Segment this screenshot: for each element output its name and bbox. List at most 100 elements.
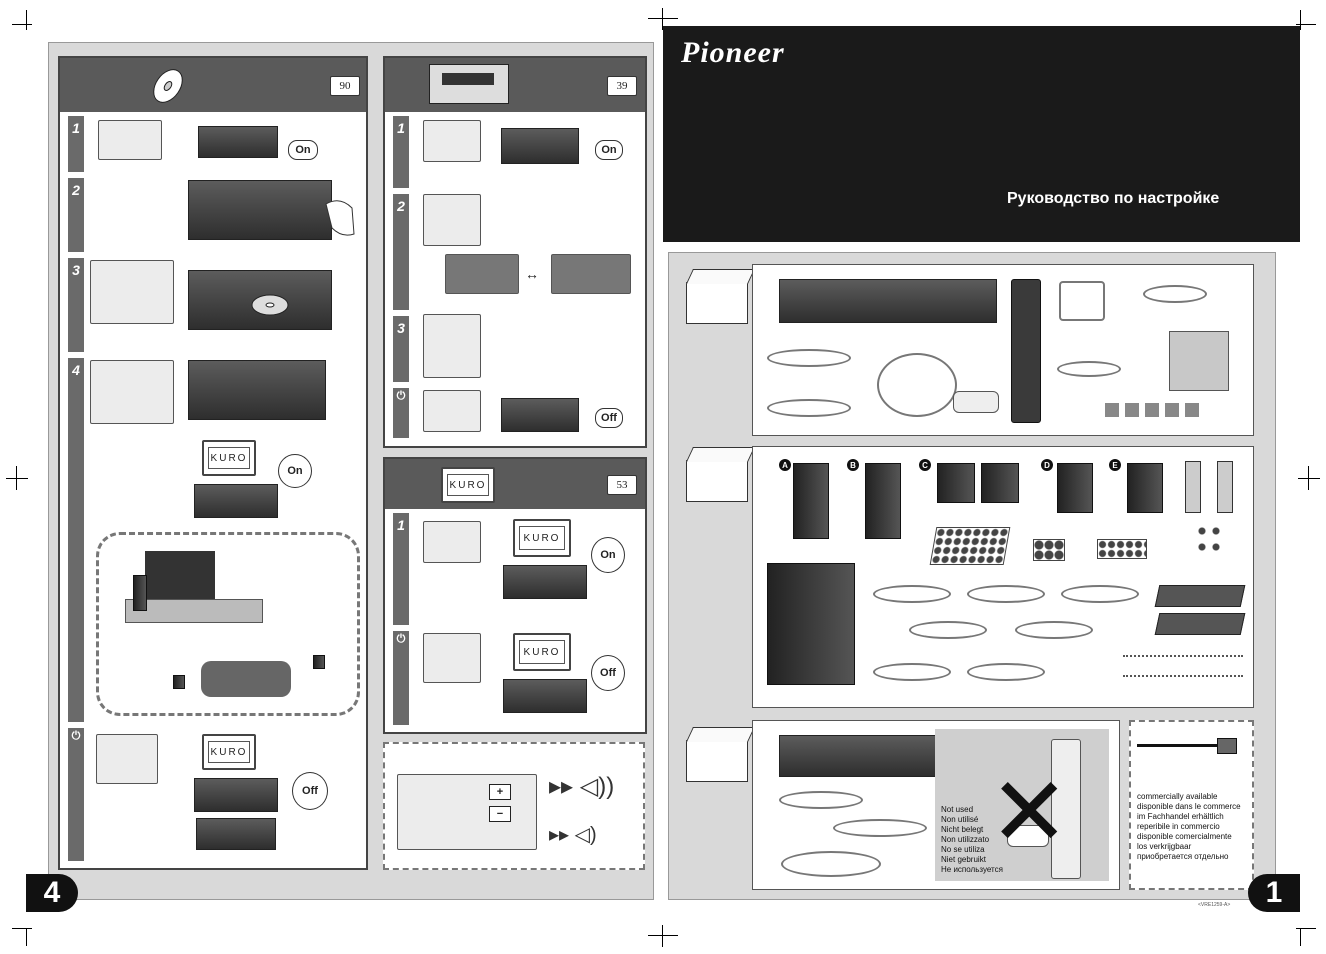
page-number: 4 [26,874,78,912]
page-number: 1 [1248,874,1300,912]
not-used-line: Not used [941,805,974,814]
tv-illustration: KURO [202,440,256,476]
receiver-illustration [501,398,579,432]
speaker-illustration [313,655,325,669]
off-bubble: Off [591,655,625,691]
speaker-a [793,463,829,539]
remote-illustration [397,774,537,850]
crop-mark [1296,928,1316,929]
package-contents-main [752,264,1254,436]
home-theater-scene [96,532,360,716]
box-icon [686,740,748,782]
crop-mark [26,928,27,946]
speaker-cable-small [1057,361,1121,377]
speaker-letter-e: E [1109,459,1121,471]
volume-up-speaker-icon: ▸▸ ◁)) [549,773,615,800]
speaker-illustration [133,575,147,611]
batteries [953,391,999,413]
tv-illustration: KURO [513,519,571,557]
step-number: 2 [72,182,80,198]
not-used-line: Nicht belegt [941,825,984,834]
speaker-illustration [173,675,185,689]
remote-illustration [423,521,481,563]
registration-mark [6,478,28,479]
availability-line: приобретается отдельно [1137,852,1229,861]
standby-icon: ⏻ [396,633,406,645]
hand-icon [325,200,355,236]
document-code: <VRE1259-A> [1198,902,1231,908]
not-used-text: Not used Non utilisé Nicht belegt Non ut… [941,805,1003,875]
receiver-front-illustration [551,254,631,294]
volume-minus-button: − [489,806,511,822]
registration-mark [16,466,17,490]
package-contents-speakers: A B C D E [752,446,1254,708]
page-reference: 39 [607,76,637,96]
cable-connector-icon [1137,744,1217,747]
not-used-line: No se utiliza [941,845,985,854]
commercially-available-box: commercially available disponible dans l… [1129,720,1254,890]
availability-line: im Fachhandel erhältlich [1137,812,1224,821]
speaker-e [1127,463,1163,513]
not-used-box: ✕ Not used Non utilisé Nicht belegt Non … [935,729,1109,881]
tv-brand-label: KURO [208,447,250,469]
speaker-letter-a: A [779,459,791,471]
receiver-illustration [194,778,278,812]
foam-pad [1154,613,1246,635]
remote-illustration [423,390,481,432]
sofa-illustration [201,661,291,697]
receiver-illustration [501,128,579,164]
remote-illustration [423,120,481,162]
remote-illustration [96,734,158,784]
off-bubble: Off [292,772,328,810]
availability-line: disponible dans le commerce [1137,802,1241,811]
box-icon [686,460,748,502]
ferrite-cores [1105,403,1205,417]
speaker-cable [873,585,951,603]
receiver-icon [429,64,509,104]
speaker-cable [1015,621,1093,639]
speaker-d [1057,463,1093,513]
remote-illustration [423,194,481,246]
speaker-cable [967,663,1045,681]
step-number: 3 [72,262,80,278]
crop-mark [1300,10,1301,30]
step-number: 4 [72,362,80,378]
receiver-front-illustration [445,254,519,294]
speaker-cable [967,585,1045,603]
tv-brand-label: KURO [447,474,489,496]
disc-in-tray-icon [251,294,289,316]
cable-tie [1123,675,1243,681]
power-cord [767,349,851,367]
volume-down-speaker-icon: ▸▸ ◁) [549,824,597,846]
step-divider [393,310,409,316]
remote-illustration [98,120,162,160]
receiver-illustration [503,679,587,713]
remote-dpad-illustration [423,314,481,378]
batteries [1007,825,1049,847]
availability-line: commercially available [1137,792,1218,801]
speaker-c [981,463,1019,503]
crop-mark [1296,24,1316,25]
speaker-c [937,463,975,503]
on-bubble: On [591,537,625,573]
power-cord [779,791,863,809]
arrow-double-icon: ↔ [525,266,539,282]
tv-section: KURO 53 1 ⏻ KURO On KURO Off [383,457,647,734]
tv-stand [125,599,263,623]
availability-line: reperibile in commercio [1137,822,1220,831]
disc-playback-section: 90 1 2 3 4 ⏻ On KURO On KURO Off [58,56,368,870]
player-disc-illustration [188,360,326,420]
subwoofer [767,563,855,685]
speaker-letter-d: D [1041,459,1053,471]
step-divider [68,172,84,178]
step-divider [393,188,409,194]
registration-mark [1298,478,1320,479]
cushion-pads-sheet [1033,539,1065,561]
step-number: 2 [397,198,405,214]
receiver-illustration [503,565,587,599]
pioneer-logo: Pioneer [681,36,785,69]
box-icon [686,282,748,324]
player-illustration [198,126,278,158]
tv-screen [145,551,215,603]
power-cord [767,399,851,417]
